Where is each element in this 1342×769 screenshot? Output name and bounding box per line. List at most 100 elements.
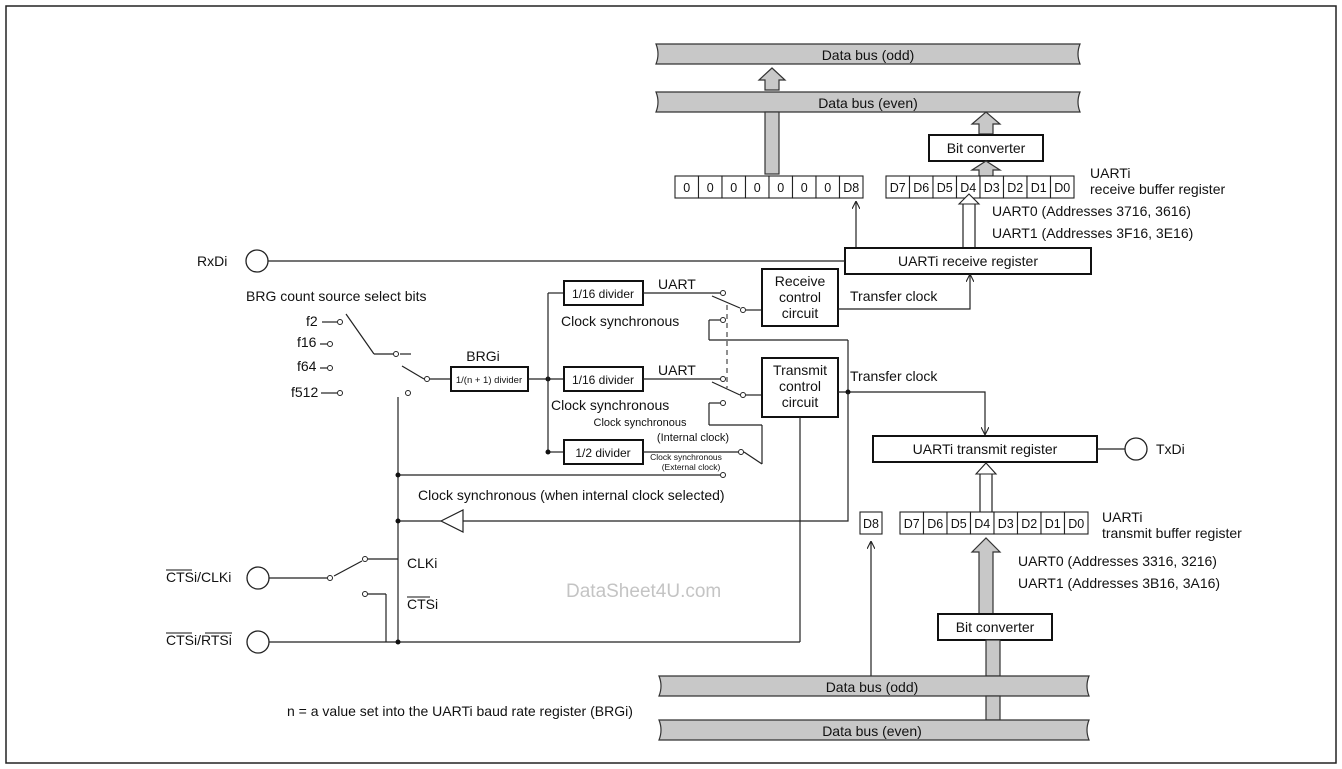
tx-ctrl-line3: circuit <box>782 394 819 410</box>
ctsi-contact <box>362 591 368 597</box>
bit-cell-label: D5 <box>951 517 967 531</box>
div2-switch-blade <box>743 451 763 465</box>
bus-link-column <box>985 639 1001 677</box>
tx-buffer-subtitle: transmit buffer register <box>1102 525 1242 541</box>
bit-converter-top: Bit converter <box>928 134 1044 162</box>
clk-sync-tx-label: Clock synchronous <box>551 397 669 413</box>
transmit-register-label: UARTi transmit register <box>913 441 1058 457</box>
uart-rx-contact <box>720 290 726 296</box>
ext-clock-contact <box>405 390 411 396</box>
transfer-clock-tx-line <box>838 391 985 434</box>
clki-contact <box>362 556 368 562</box>
rx-transfer-arrowhead <box>957 193 981 205</box>
bit-cell-label: 0 <box>801 181 808 195</box>
bit-cell <box>1049 175 1075 199</box>
data-bus-odd-top: Data bus (odd) <box>655 43 1081 65</box>
bit-cell-label: 0 <box>683 181 690 195</box>
f2-label: f2 <box>306 313 318 329</box>
bit-cell-label: D3 <box>998 517 1014 531</box>
divider-1-16-tx: 1/16 divider <box>563 366 644 392</box>
footnote: n = a value set into the UARTi baud rate… <box>287 703 633 719</box>
tx-address-uart0: UART0 (Addresses 3316, 3216) <box>1018 553 1217 569</box>
bus-link-column <box>764 111 780 175</box>
tx-ctrl-line2: control <box>779 378 821 394</box>
f64-label: f64 <box>297 358 317 374</box>
diagram-frame <box>5 5 1337 764</box>
ext-clock-node <box>395 472 401 478</box>
divider-label: 1/2 divider <box>575 446 630 460</box>
bus-label: Data bus (odd) <box>822 47 915 63</box>
source-switch-contact <box>424 376 430 382</box>
bit-cell-label: D6 <box>913 181 929 195</box>
cts-clk-pivot <box>327 575 333 581</box>
brg-divider-label: 1/(n + 1) divider <box>456 375 522 386</box>
clock-buffer-triangle <box>439 509 464 533</box>
transmit-control-circuit: Transmit control circuit <box>761 357 839 418</box>
bus-arrow-up <box>969 160 1003 177</box>
bus-arrow-up <box>970 111 1002 135</box>
source-switch-blade <box>345 313 375 355</box>
divider-label: 1/16 divider <box>572 287 634 301</box>
tx-mode-switch-blade <box>711 381 741 396</box>
rx-address-uart0: UART0 (Addresses 3716, 3616) <box>992 203 1191 219</box>
ctsi-label: CTSi <box>407 596 438 612</box>
bus-arrow-up <box>757 67 787 91</box>
bit-cell-label: 0 <box>754 181 761 195</box>
cts-rts-pin-label: CTSi/RTSi <box>166 632 232 648</box>
bit-cell-label: D0 <box>1054 181 1070 195</box>
rxd-terminal <box>245 249 269 273</box>
bit-cell <box>1063 511 1089 535</box>
bus-arrow-up <box>970 537 1002 615</box>
transfer-clock-tx-label: Transfer clock <box>850 368 938 384</box>
f512-label: f512 <box>291 384 318 400</box>
bit-cell-label: 0 <box>777 181 784 195</box>
watermark: DataSheet4U.com <box>566 581 721 602</box>
clock-buffer-node <box>395 518 401 524</box>
source-switch-contact <box>393 351 399 357</box>
txd-terminal <box>1124 437 1148 461</box>
bit-cell-label: D3 <box>984 181 1000 195</box>
bit-cell-label: D7 <box>890 181 906 195</box>
tx-mode-switch-pivot <box>740 392 746 398</box>
bit-cell-label: D1 <box>1045 517 1061 531</box>
uart-transmit-register: UARTi transmit register <box>872 435 1098 463</box>
data-bus-odd-bottom: Data bus (odd) <box>658 675 1090 697</box>
bit-converter-label: Bit converter <box>956 619 1035 635</box>
data-bus-even-bottom: Data bus (even) <box>658 719 1090 741</box>
clk-sync-tx-contact <box>720 400 726 406</box>
bus-link-column <box>985 695 1001 721</box>
clk-sync-int-label: Clock synchronous <box>594 417 687 429</box>
clk-sync-rx-contact <box>720 317 726 323</box>
tx-buffer-title: UARTi <box>1102 509 1142 525</box>
uart-tx-contact <box>720 376 726 382</box>
divider-1-16-rx: 1/16 divider <box>563 280 644 306</box>
internal-clock-return <box>463 392 849 522</box>
bit-cell-label: 0 <box>824 181 831 195</box>
bit-cell-label: D8 <box>863 517 879 531</box>
bit-cell-label: D0 <box>1068 517 1084 531</box>
brgi-label: BRGi <box>466 348 499 364</box>
bit-cell-label: D2 <box>1021 517 1037 531</box>
uart-receive-register: UARTi receive register <box>844 247 1092 275</box>
bit-cell-label: D8 <box>843 181 859 195</box>
bit-cell <box>838 175 864 199</box>
ext-clock-contact <box>720 472 726 478</box>
source-switch-blade <box>401 365 425 380</box>
f16-contact <box>327 341 333 347</box>
bus-label: Data bus (odd) <box>826 679 919 695</box>
cts-clk-terminal <box>246 566 270 590</box>
brg-divider: 1/(n + 1) divider <box>450 366 529 392</box>
rx-ctrl-line2: control <box>779 289 821 305</box>
divider-1-2: 1/2 divider <box>563 439 644 465</box>
txd-pin-label: TxDi <box>1156 441 1185 457</box>
clk-sync-internal-selected-label: Clock synchronous (when internal clock s… <box>418 487 725 503</box>
rx-address-uart1: UART1 (Addresses 3F16, 3E16) <box>992 225 1193 241</box>
transfer-clock-rx-label: Transfer clock <box>850 288 938 304</box>
clk-switch-blade <box>333 560 363 577</box>
tx-transfer-arrowhead <box>974 462 998 475</box>
uart-rx-label: UART <box>658 276 696 292</box>
rx-buffer-subtitle: receive buffer register <box>1090 181 1225 197</box>
bit-cell-label: D7 <box>904 517 920 531</box>
